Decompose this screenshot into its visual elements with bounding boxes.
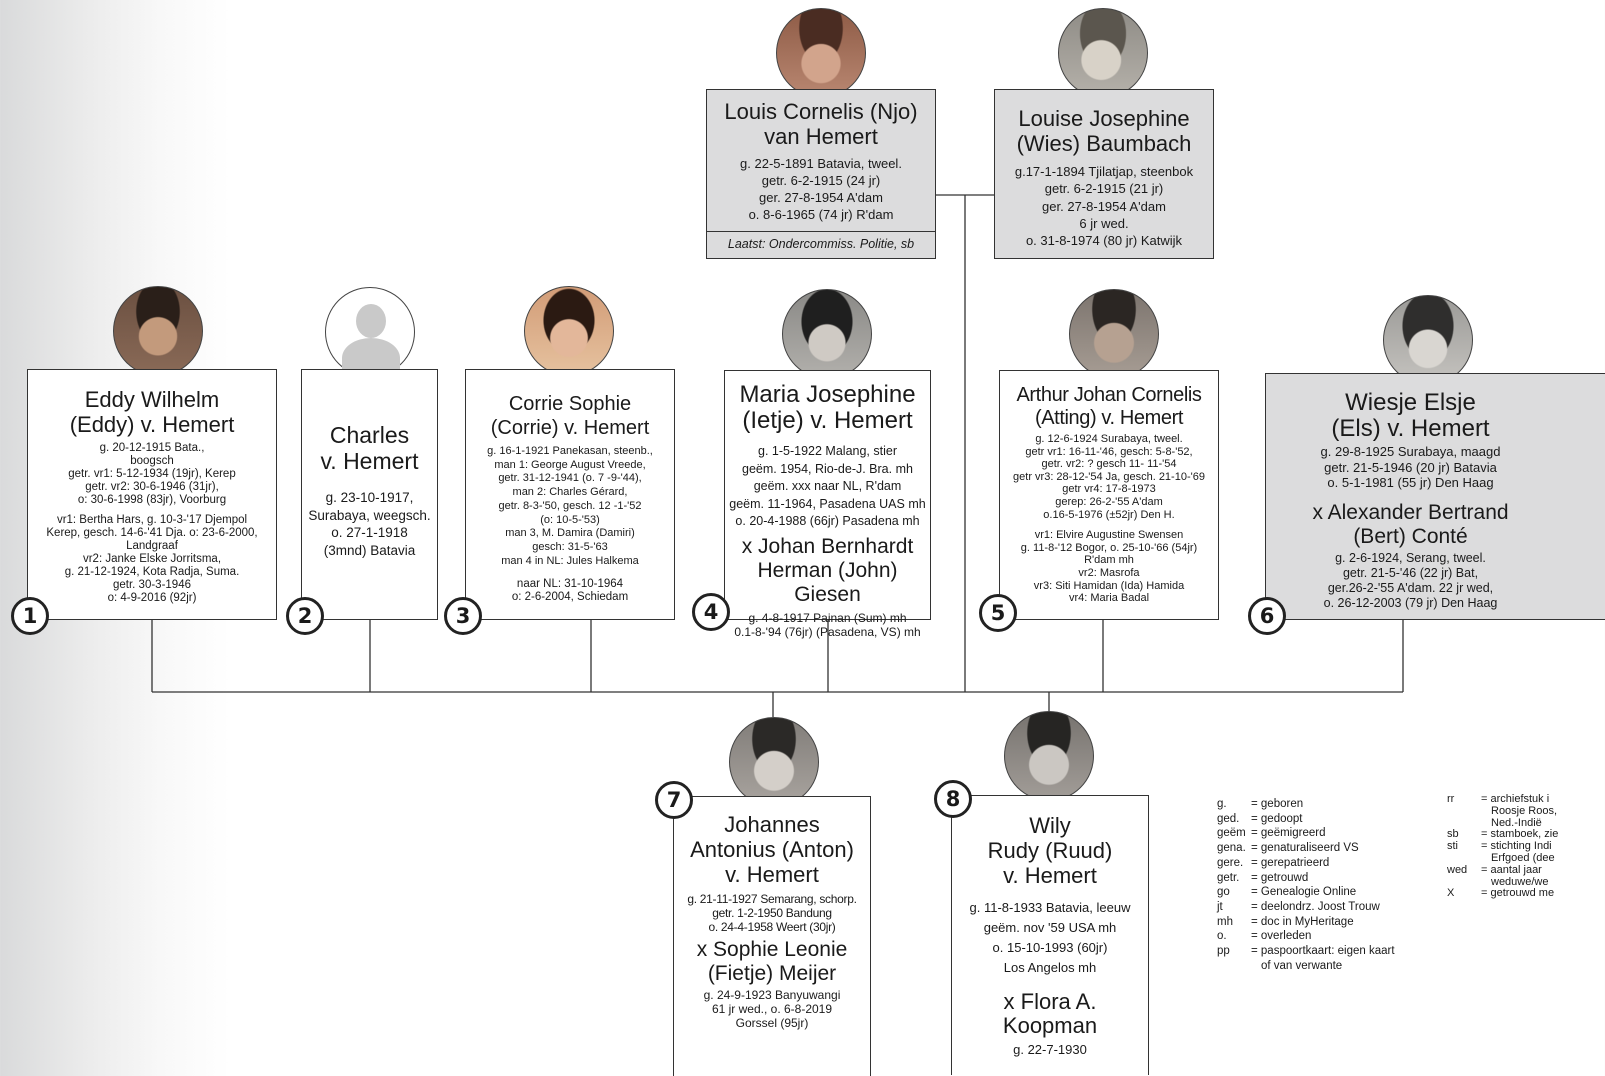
legend-row: Erfgoed (dee [1491, 851, 1555, 864]
person-details: g. 20-12-1915 Bata., boogsch getr. vr1: … [68, 442, 236, 506]
person-name: Johannes Antonius (Anton) v. Hemert [690, 812, 854, 887]
child-number-badge: 7 [655, 781, 693, 819]
spouse-name: x Alexander Bertrand (Bert) Conté [1312, 500, 1509, 548]
person-details: g. 23-10-1917, Surabaya, weegsch. o. 27-… [308, 490, 431, 558]
legend-row: go= Genealogie Online [1217, 886, 1357, 899]
person-details: g. 22-5-1891 Batavia, tweel. getr. 6-2-1… [740, 156, 902, 222]
child-number-badge: 5 [979, 594, 1017, 632]
father-card: Louis Cornelis (Njo) van Hemert g. 22-5-… [706, 89, 936, 259]
child-number-badge: 3 [444, 597, 482, 635]
spouse-name: x Sophie Leonie (Fietje) Meijer [696, 938, 848, 985]
child-8-portrait-photo [1004, 711, 1094, 801]
child-number-badge: 6 [1248, 597, 1286, 635]
legend-row: jt= deelondrz. Joost Trouw [1217, 900, 1380, 913]
child-7-portrait-photo [729, 717, 819, 807]
person-name: Wily Rudy (Ruud) v. Hemert [987, 813, 1113, 888]
child-4-card: Maria Josephine (Ietje) v. Hemert g. 1-5… [724, 370, 931, 639]
child-number-badge: 8 [934, 780, 972, 818]
person-name: Arthur Johan Cornelis (Atting) v. Hemert [1016, 384, 1202, 429]
spouse-details: vr1: Bertha Hars, g. 10-3-'17 Djempol Ke… [46, 514, 258, 604]
mother-portrait-photo [1058, 8, 1148, 98]
person-name: Wiesje Elsje (Els) v. Hemert [1331, 389, 1490, 442]
mother-card: Louise Josephine (Wies) Baumbach g.17-1-… [994, 89, 1214, 259]
child-number-badge: 4 [692, 593, 730, 631]
legend-row: wed= aantal jaar [1447, 863, 1542, 876]
person-details-extra: naar NL: 31-10-1964 o: 2-6-2004, Schieda… [511, 578, 629, 604]
person-details: g. 12-6-1924 Surabaya, tweel. getr vr1: … [1013, 433, 1205, 521]
person-name: Louis Cornelis (Njo) van Hemert [724, 99, 918, 149]
person-details: g. 21-11-1927 Semarang, schorp. getr. 1-… [687, 892, 857, 934]
child-5-portrait-photo [1069, 289, 1159, 379]
legend-row: Roosje Roos, [1491, 804, 1558, 817]
legend-row: X= getrouwd me [1447, 887, 1555, 900]
child-number-badge: 2 [286, 597, 324, 635]
family-tree-connectors [151, 194, 1404, 717]
legend-row: gena.= genaturaliseerd VS [1217, 842, 1359, 855]
child-3-portrait-photo [524, 286, 614, 376]
child-1-card: Eddy Wilhelm (Eddy) v. Hemert g. 20-12-1… [27, 369, 277, 620]
child-number-badge: 1 [11, 597, 49, 635]
child-3-card: Corrie Sophie (Corrie) v. Hemert g. 16-1… [465, 369, 675, 620]
person-name: Louise Josephine (Wies) Baumbach [1016, 106, 1192, 156]
child-1-portrait-photo [113, 286, 203, 376]
person-name: Charles v. Hemert [320, 422, 419, 474]
legend-row: sb= stamboek, zie [1447, 828, 1559, 841]
placeholder-person-icon [325, 287, 415, 378]
abbreviations-legend-right: rr= archiefstuk i Roosje Roos, Ned.-Indi… [1447, 793, 1586, 900]
child-4-portrait-photo [782, 289, 872, 379]
spouse-name: x Flora A. Koopman [1002, 989, 1098, 1038]
occupation-note: Laatst: Ondercommiss. Politie, sb [727, 237, 915, 251]
person-details: g. 1-5-1922 Malang, stier geëm. 1954, Ri… [729, 444, 926, 528]
child-7-card: Johannes Antonius (Anton) v. Hemert g. 2… [673, 796, 871, 1076]
legend-row: weduwe/we [1491, 875, 1549, 888]
legend-row: rr= archiefstuk i [1447, 793, 1550, 805]
spouse-details: vr1: Elvire Augustine Swensen g. 11-8-'1… [1020, 529, 1198, 605]
person-name: Maria Josephine (Ietje) v. Hemert [739, 381, 916, 434]
person-name: Eddy Wilhelm (Eddy) v. Hemert [69, 387, 235, 437]
legend-row: sti= stichting Indi [1447, 840, 1552, 853]
person-details: g. 11-8-1933 Batavia, leeuw geëm. nov '5… [969, 900, 1131, 975]
person-details: g.17-1-1894 Tjilatjap, steenbok getr. 6-… [1014, 164, 1194, 249]
spouse-details: g. 2-6-1924, Serang, tweel. getr. 21-5-'… [1323, 550, 1498, 610]
legend-row: Ned.-Indië [1491, 816, 1542, 829]
child-5-card: Arthur Johan Cornelis (Atting) v. Hemert… [999, 370, 1219, 620]
spouse-details: g. 4-8-1917 Painan (Sum) mh 0.1-8-'94 (7… [734, 610, 921, 639]
abbreviations-legend-left: g.= geboren ged.= gedoopt geëm= geëmigre… [1217, 797, 1437, 973]
child-6-card: Wiesje Elsje (Els) v. Hemert g. 29-8-192… [1265, 373, 1605, 620]
spouse-name: x Johan Bernhardt Herman (John) Giesen [741, 534, 914, 606]
legend-row: of van verwante [1261, 959, 1343, 972]
spouse-details: g. 24-9-1923 Banyuwangi 61 jr wed., o. 6… [703, 988, 841, 1030]
person-details: g. 16-1-1921 Panekasan, steenb., man 1: … [487, 445, 653, 567]
legend-row: g.= geboren [1217, 798, 1304, 810]
legend-row: gere.= gerepatrieerd [1217, 856, 1330, 869]
child-2-card: Charles v. Hemert g. 23-10-1917, Surabay… [301, 369, 438, 620]
person-details: g. 29-8-1925 Surabaya, maagd getr. 21-5-… [1320, 444, 1501, 490]
legend-row: ged.= gedoopt [1217, 812, 1303, 825]
child-6-portrait-photo [1383, 295, 1473, 385]
legend-row: pp= paspoortkaart: eigen kaart [1217, 945, 1395, 958]
legend-row: geëm= geëmigreerd [1217, 827, 1326, 840]
child-8-card: Wily Rudy (Ruud) v. Hemert g. 11-8-1933 … [951, 795, 1149, 1075]
father-portrait-photo [776, 8, 866, 98]
legend-row: o.= overleden [1217, 930, 1312, 943]
person-name: Corrie Sophie (Corrie) v. Hemert [490, 393, 650, 439]
spouse-details: g. 22-7-1930 [1013, 1042, 1087, 1057]
legend-row: getr.= getrouwd [1217, 871, 1309, 884]
legend-row: mh= doc in MyHeritage [1217, 915, 1354, 928]
